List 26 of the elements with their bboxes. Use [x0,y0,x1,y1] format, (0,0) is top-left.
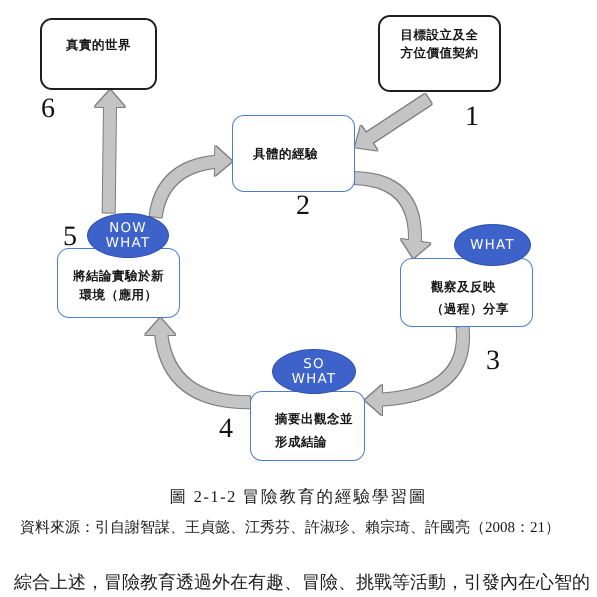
body-text: 綜合上述，冒險教育透過外在有趣、冒險、挑戰等活動，引發內在心智的 [14,572,590,594]
step-box [232,115,355,192]
step-text: 將結論實驗於新環境（應用） [72,267,165,304]
step-box [400,258,533,327]
stage-ellipse [454,224,531,266]
step-text: 摘要出觀念並形成結論 [275,410,354,451]
step-box [57,248,180,318]
step-box [40,18,157,90]
step-box [250,391,365,461]
step-text: 目標設立及全方位價值契約 [399,26,480,62]
step-box [378,15,501,92]
block-arrow [95,90,125,213]
step-text: 具體的經驗 [253,145,319,163]
step-number: 3 [486,351,500,371]
ellipse-text: NOW WHAT [104,220,152,250]
step-number: 4 [219,419,233,439]
step-number: 6 [41,99,55,119]
step-number: 1 [465,107,479,127]
source-note: 資料來源：引自謝智謀、王貞懿、江秀芬、許淑珍、賴宗琦、許國亮（2008：21） [20,519,560,537]
step-text: 觀察及反映（過程）分享 [431,278,510,318]
ellipse-text: WHAT [469,238,516,252]
step-text: 真實的世界 [65,36,132,54]
step-number: 2 [296,196,310,216]
step-number: 5 [63,227,77,247]
figure-caption: 圖 2-1-2 冒險教育的經驗學習圖 [170,487,428,508]
ellipse-text: SO WHAT [290,356,338,386]
